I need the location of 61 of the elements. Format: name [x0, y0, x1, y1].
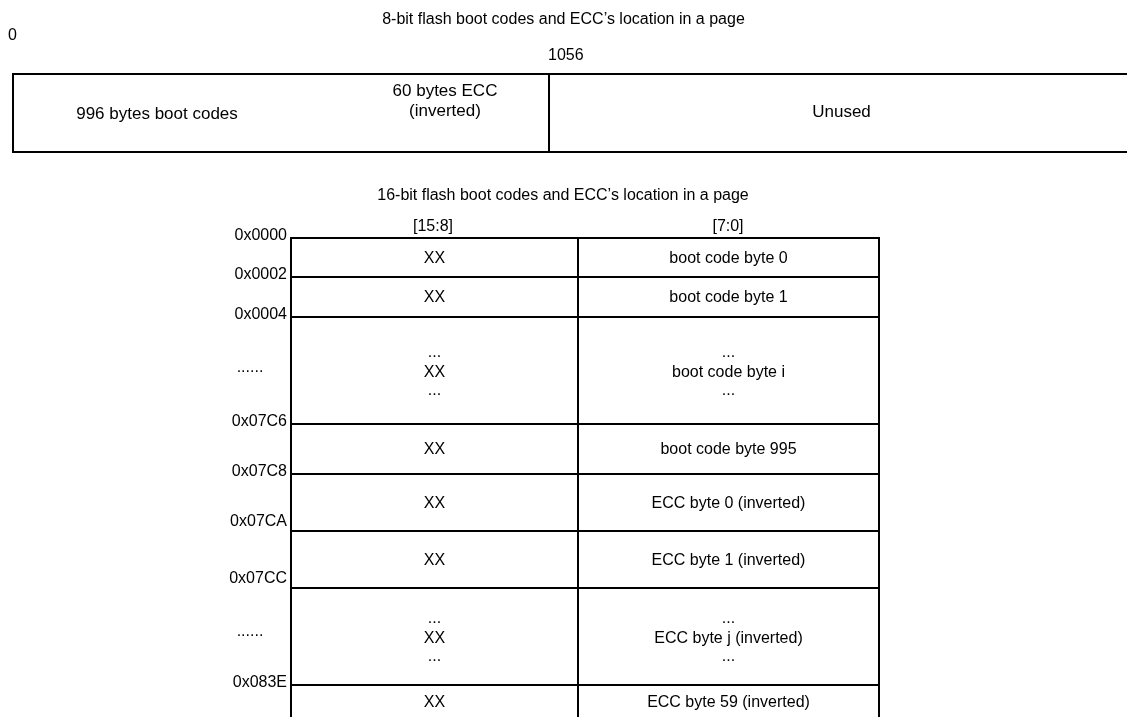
cell-text: XX — [423, 439, 446, 459]
cell-text: XX — [423, 692, 446, 712]
cell-text: ... — [427, 649, 442, 662]
address-label: ...... — [236, 622, 264, 640]
memory-region — [548, 73, 1127, 153]
address-label: 0x083E — [232, 673, 287, 691]
table-cell — [290, 237, 577, 276]
cell-text: ECC byte 0 (inverted) — [651, 492, 806, 513]
table-cell — [577, 530, 880, 587]
address-label: 0x07C8 — [231, 462, 287, 480]
cell-text: ECC byte j (inverted) — [654, 627, 803, 648]
table-cell — [577, 237, 880, 276]
table-cell — [290, 530, 577, 587]
address-label: 0x07CC — [229, 569, 287, 587]
table-cell — [290, 423, 577, 473]
column-header: [15:8] — [413, 217, 453, 235]
table-cell — [577, 316, 880, 423]
table-cell — [577, 473, 880, 530]
address-label: ...... — [236, 358, 264, 376]
cell-text: boot code byte 0 — [669, 247, 788, 268]
table-cell — [290, 316, 577, 423]
diagram-title: 8-bit flash boot codes and ECC’s location in a page — [381, 10, 746, 28]
cell-text: XX — [423, 549, 446, 570]
cell-text: XX — [423, 247, 446, 268]
table-cell — [577, 587, 880, 684]
column-header: [7:0] — [712, 217, 744, 235]
cell-text: ... — [721, 345, 736, 358]
cell-text: ... — [427, 345, 442, 358]
address-label: 0x0004 — [234, 305, 287, 323]
cell-text: boot code byte 1 — [669, 287, 788, 307]
cell-text: XX — [423, 627, 446, 648]
cell-text: ... — [721, 611, 736, 624]
address-label: 0x07CA — [230, 512, 287, 530]
table-cell — [577, 684, 880, 717]
offset-label: 0 — [8, 26, 17, 44]
cell-text: ... — [721, 649, 736, 662]
cell-text: XX — [423, 287, 446, 307]
cell-text: ... — [427, 383, 442, 396]
memory-region — [12, 73, 548, 153]
cell-text: ... — [721, 383, 736, 396]
address-label: 0x0002 — [234, 265, 287, 283]
table-cell — [290, 684, 577, 717]
offset-label: 1056 — [548, 46, 584, 64]
section-heading: 16-bit flash boot codes and ECC’s location in a page — [377, 186, 749, 204]
table-cell — [577, 423, 880, 473]
table-cell — [577, 276, 880, 316]
cell-text: ... — [427, 611, 442, 624]
cell-text: ECC byte 1 (inverted) — [651, 549, 806, 570]
cell-text: boot code byte i — [672, 361, 785, 382]
cell-text: XX — [423, 492, 446, 513]
region-label: 996 bytes boot codes — [76, 104, 238, 124]
address-label: 0x0000 — [234, 226, 287, 244]
address-label: 0x07C6 — [231, 412, 287, 430]
table-cell — [290, 587, 577, 684]
cell-text: boot code byte 995 — [660, 439, 797, 459]
region-label: Unused — [812, 102, 871, 122]
cell-text: XX — [423, 361, 446, 382]
table-cell — [290, 276, 577, 316]
cell-text: ECC byte 59 (inverted) — [647, 692, 810, 712]
table-cell — [290, 473, 577, 530]
region-label: 60 bytes ECC (inverted) — [391, 81, 499, 121]
